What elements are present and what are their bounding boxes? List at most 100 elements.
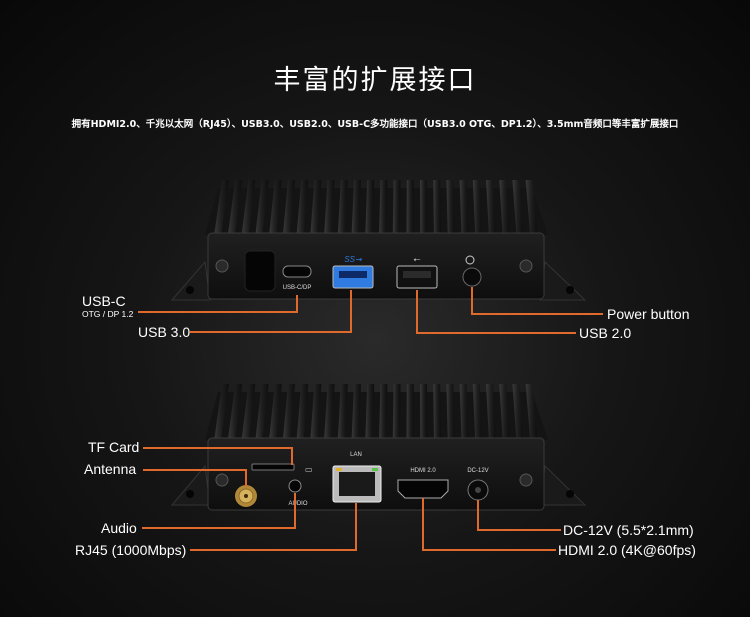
- leader-audio-h: [142, 527, 296, 529]
- callout-power: Power button: [607, 306, 690, 322]
- callout-tf-card: TF Card: [88, 439, 140, 455]
- usb3-logo-icon: SS⇝: [344, 255, 362, 264]
- heatsink-fin: [324, 384, 335, 441]
- leader-usb2-h: [416, 332, 576, 334]
- rear-mount-left: [170, 464, 211, 506]
- leader-tf-v: [291, 447, 293, 465]
- hdmi-port: [397, 479, 449, 499]
- heatsink-fin: [512, 180, 524, 236]
- front-screw-left: [215, 259, 229, 273]
- front-mount-right: [539, 260, 587, 301]
- heatsink-fin: [269, 384, 282, 441]
- heatsink-fin: [241, 180, 256, 236]
- rear-mount-right: [539, 464, 587, 506]
- leader-hdmi-v: [422, 498, 424, 550]
- leader-antenna-h: [143, 469, 247, 471]
- leader-power-v: [471, 287, 473, 314]
- callout-dc: DC-12V (5.5*2.1mm): [563, 522, 694, 538]
- hdmi-port-label: HDMI 2.0: [410, 468, 436, 474]
- callout-usbc: USB-C: [82, 293, 126, 309]
- heatsink-fin: [392, 180, 401, 236]
- front-mount-hole-right: [566, 286, 574, 294]
- leader-usbc-v: [296, 295, 298, 312]
- leader-usb2-v: [416, 290, 418, 333]
- front-mount-hole-left: [186, 286, 194, 294]
- callout-rj45: RJ45 (1000Mbps): [75, 542, 187, 558]
- leader-usbc-h: [138, 311, 298, 313]
- leader-audio-v: [294, 493, 296, 528]
- audio-port-label: AUDIO: [288, 501, 307, 507]
- heatsink-fin: [512, 384, 524, 441]
- callout-usb2: USB 2.0: [579, 325, 632, 341]
- heatsink-fin: [310, 384, 322, 441]
- front-mount-left: [170, 260, 211, 301]
- front-screw-right: [519, 259, 533, 273]
- heatsink-fin: [337, 384, 348, 441]
- callout-usbc-sub: OTG / DP 1.2: [82, 309, 134, 319]
- heatsink-fin: [472, 180, 483, 236]
- heatsink-fin: [499, 384, 510, 441]
- leader-antenna-v: [245, 469, 247, 487]
- rear-screw-left: [215, 473, 229, 487]
- heatsink-fin: [446, 180, 455, 236]
- rear-mount-hole-left: [186, 490, 194, 498]
- power-button: [462, 267, 482, 287]
- tf-card-icon: ▭: [305, 465, 313, 474]
- rear-screw-right: [519, 473, 533, 487]
- heatsink-fin: [255, 180, 269, 236]
- heatsink-fin: [365, 180, 375, 236]
- callout-usb3: USB 3.0: [138, 324, 191, 340]
- heatsink-fin: [310, 180, 322, 236]
- leader-dc-v: [477, 500, 479, 530]
- leader-dc-h: [477, 529, 561, 531]
- heatsink-fin: [420, 180, 428, 236]
- usbc-port: [282, 265, 312, 278]
- heatsink-fin: [472, 384, 483, 441]
- front-device: USB-C/DP SS⇝ ⭠: [170, 180, 587, 301]
- rear-heatsink-fins: [214, 384, 538, 441]
- page-subtitle: 拥有HDMI2.0、千兆以太网（RJ45）、USB3.0、USB2.0、USB-…: [71, 119, 679, 130]
- front-panel: [207, 232, 545, 300]
- heatsink-fin: [241, 384, 256, 441]
- heatsink-fin: [392, 384, 401, 441]
- heatsink-fin: [486, 180, 496, 236]
- front-heatsink-fins: [214, 180, 538, 236]
- heatsink-fin: [214, 384, 229, 441]
- power-icon: [465, 255, 475, 265]
- leader-power-h: [471, 313, 603, 315]
- heatsink-fin: [296, 384, 309, 441]
- ir-window: [244, 250, 276, 292]
- heatsink-fin: [406, 180, 414, 236]
- heatsink-fin: [282, 180, 295, 236]
- heatsink-fin: [459, 180, 469, 236]
- heatsink-fin: [379, 180, 388, 236]
- heatsink-fin: [433, 180, 441, 236]
- heatsink-fin: [351, 180, 361, 236]
- callout-hdmi: HDMI 2.0 (4K@60fps): [558, 542, 696, 558]
- heatsink-fin: [214, 180, 229, 236]
- page-title: 丰富的扩展接口: [273, 65, 477, 96]
- callout-audio: Audio: [101, 520, 137, 536]
- lan-port-label: LAN: [350, 452, 362, 458]
- heatsink-fin: [525, 384, 538, 441]
- leader-rj45-v: [355, 503, 357, 550]
- dc-port-label: DC-12V: [467, 468, 488, 474]
- audio-jack: [288, 479, 302, 493]
- heatsink-fin: [351, 384, 361, 441]
- leader-usb3-h: [190, 331, 352, 333]
- heatsink-fin: [525, 180, 538, 236]
- heatsink-fin: [499, 180, 510, 236]
- usbc-port-label: USB-C/DP: [283, 285, 312, 291]
- heatsink-fin: [227, 384, 243, 441]
- heatsink-fin: [296, 180, 309, 236]
- tf-card-slot: [251, 463, 295, 471]
- heatsink-fin: [379, 384, 388, 441]
- leader-tf-h: [143, 447, 293, 449]
- heatsink-fin: [420, 384, 428, 441]
- heatsink-fin: [282, 384, 295, 441]
- leader-hdmi-h: [422, 549, 556, 551]
- rear-mount-hole-right: [566, 490, 574, 498]
- heatsink-fin: [255, 384, 269, 441]
- heatsink-fin: [406, 384, 414, 441]
